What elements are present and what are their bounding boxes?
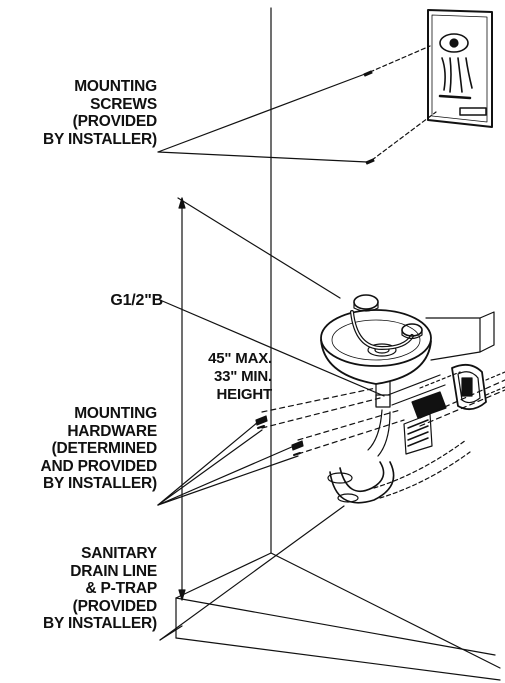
height-line-3: HEIGHT [216, 386, 273, 403]
mounting-screws-line-1: MOUNTING [74, 78, 157, 95]
mounting-hardware-line-1: MOUNTING [74, 405, 157, 422]
screw-upper [363, 70, 373, 77]
mounting-hardware-line-2: HARDWARE [67, 422, 157, 440]
mounting-screws-label: MOUNTING SCREWS (PROVIDED BY INSTALLER) [43, 78, 157, 148]
drain-label: SANITARY DRAIN LINE & P-TRAP (PROVIDED B… [43, 545, 157, 633]
g12b-text: G1/2"B [110, 292, 163, 309]
g12b-label: G1/2"B [110, 292, 163, 310]
height-dimension-label: 45" MAX. 33" MIN. HEIGHT [186, 350, 272, 404]
mounting-screws-line-2: SCREWS [90, 95, 157, 113]
drain-line-1: SANITARY [81, 545, 157, 562]
height-line-1: 45" MAX. [208, 350, 272, 367]
screw-lower [365, 158, 375, 165]
mounting-screws-line-3: (PROVIDED [72, 113, 158, 130]
safety-sign [427, 9, 493, 128]
screw-projections [369, 45, 437, 161]
drain-line-2: DRAIN LINE [70, 562, 157, 580]
mounting-screws-line-4: BY INSTALLER) [43, 130, 157, 148]
floor-slab [175, 597, 501, 681]
height-line-2: 33" MIN. [213, 368, 272, 385]
height-dimension [177, 197, 341, 601]
leader-mounting-screws [157, 73, 368, 163]
anchor-bolts [255, 415, 304, 456]
leader-g12b [159, 299, 385, 397]
mounting-hardware-line-5: BY INSTALLER) [43, 475, 157, 492]
mounting-hardware-line-3: (DETERMINED [51, 440, 158, 457]
drain-line-5: BY INSTALLER) [43, 615, 157, 632]
valve-assembly [403, 363, 505, 455]
wall-outline [175, 7, 501, 669]
leader-mounting-hardware [157, 421, 299, 506]
p-trap [327, 409, 471, 504]
drain-line-4: (PROVIDED [72, 597, 158, 615]
mounting-hardware-line-4: AND PROVIDED [40, 457, 158, 475]
eyewash-bowl [320, 294, 495, 408]
leader-drain [159, 505, 345, 641]
mounting-hardware-label: MOUNTING HARDWARE (DETERMINED AND PROVID… [40, 405, 158, 493]
supply-lines [261, 379, 505, 455]
drain-line-3: & P-TRAP [85, 580, 157, 597]
